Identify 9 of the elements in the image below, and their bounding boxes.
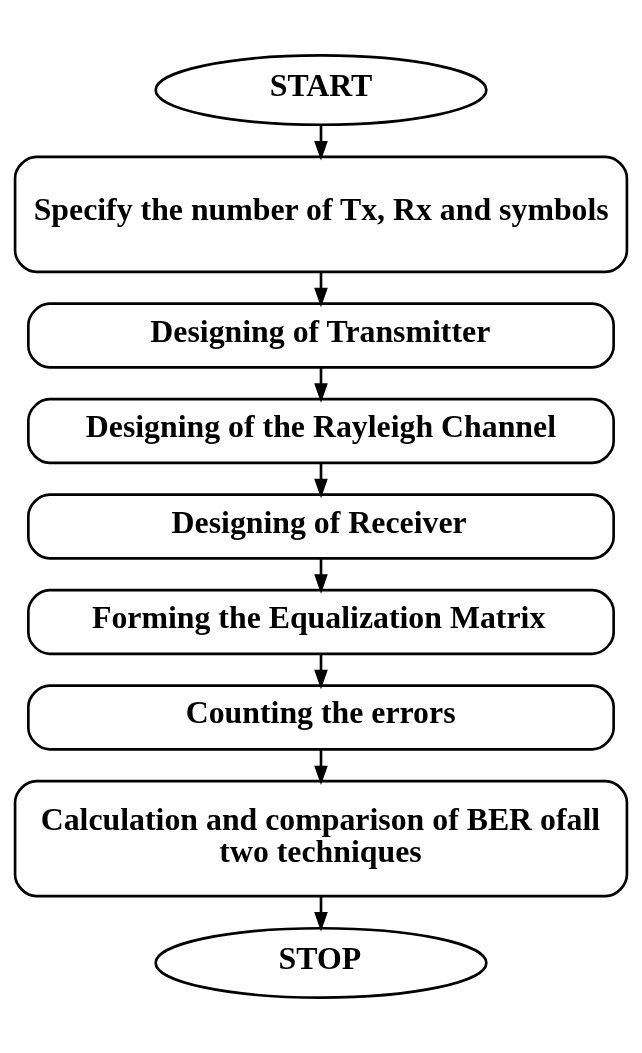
node-box: Forming the Equalization Matrix: [27, 588, 615, 656]
node-box: Designing of Receiver: [27, 493, 615, 560]
node-box: Designing of the Rayleigh Channel: [27, 397, 615, 465]
node-box: Counting the errors: [27, 684, 615, 751]
node-box: Calculation and comparison of BER ofall two techniques: [13, 779, 629, 898]
node-box: Specify the number of Tx, Rx and symbols: [13, 155, 629, 274]
node-box: Designing of Transmitter: [27, 302, 615, 369]
node-ellipse: START: [154, 54, 488, 127]
node-ellipse: STOP: [154, 926, 488, 999]
